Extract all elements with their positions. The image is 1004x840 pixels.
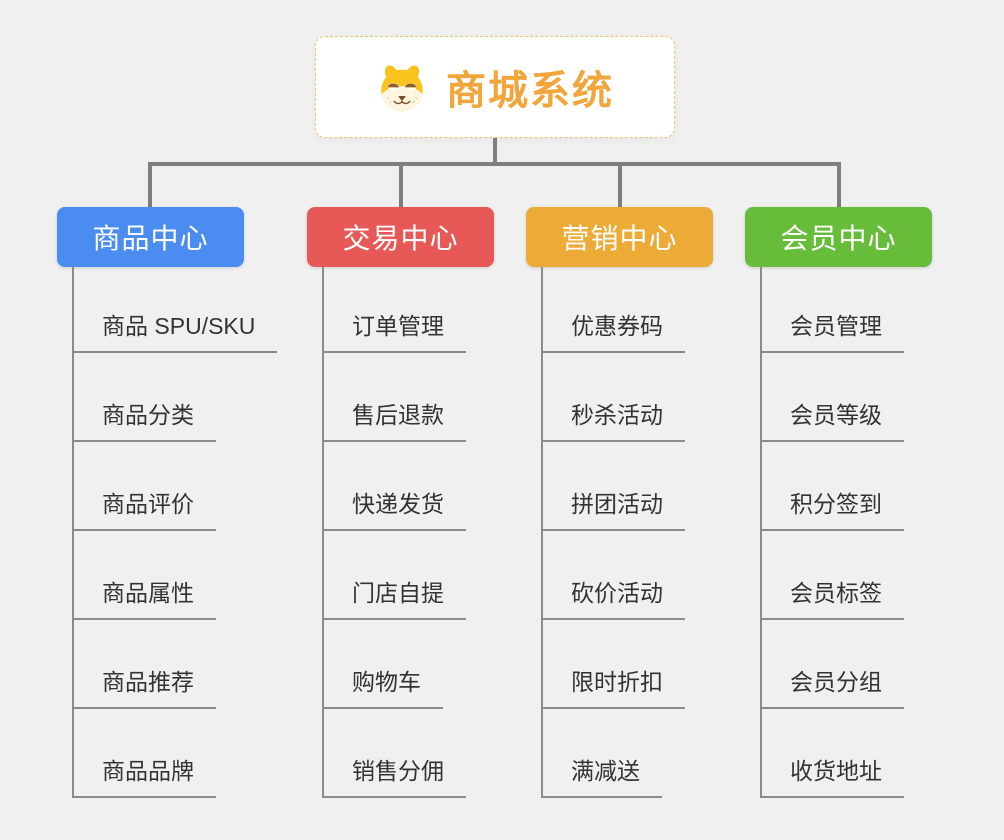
- leaf-row: 秒杀活动: [541, 353, 713, 442]
- leaf-node[interactable]: 商品推荐: [72, 663, 216, 709]
- leaf-row: 商品推荐: [72, 620, 244, 709]
- leaf-node[interactable]: 商品分类: [72, 396, 216, 442]
- branch-label: 营销中心: [561, 223, 678, 254]
- leaf-row: 限时折扣: [541, 620, 713, 709]
- leaf-row: 商品评价: [72, 442, 244, 531]
- leaf-row: 购物车: [322, 620, 494, 709]
- leaf-row: 门店自提: [322, 531, 494, 620]
- leaf-row: 会员等级: [760, 353, 932, 442]
- leaf-node[interactable]: 砍价活动: [541, 574, 685, 620]
- branch-column-trade: 交易中心 订单管理 售后退款 快递发货 门店自提 购物车 销售分佣: [307, 207, 494, 798]
- dog-avatar-icon: [376, 61, 428, 113]
- leaf-row: 会员标签: [760, 531, 932, 620]
- branch-drop-line-3: [618, 162, 622, 207]
- leaf-node[interactable]: 快递发货: [322, 485, 466, 531]
- branch-column-products: 商品中心 商品 SPU/SKU 商品分类 商品评价 商品属性 商品推荐 商品品牌: [57, 207, 278, 798]
- root-title: 商城系统: [446, 69, 614, 113]
- root-node[interactable]: 商城系统: [315, 36, 675, 138]
- leaf-row: 商品品牌: [72, 709, 244, 798]
- leaf-row: 销售分佣: [322, 709, 494, 798]
- leaf-row: 快递发货: [322, 442, 494, 531]
- leaf-row: 商品属性: [72, 531, 244, 620]
- branch-node-products[interactable]: 商品中心: [57, 207, 244, 267]
- leaf-node[interactable]: 优惠券码: [541, 307, 685, 353]
- leaf-node[interactable]: 购物车: [322, 663, 443, 709]
- leaf-node[interactable]: 订单管理: [322, 307, 466, 353]
- branch-column-members: 会员中心 会员管理 会员等级 积分签到 会员标签 会员分组 收货地址: [745, 207, 932, 798]
- leaf-row: 积分签到: [760, 442, 932, 531]
- root-stem-line: [493, 138, 497, 164]
- leaf-node[interactable]: 秒杀活动: [541, 396, 685, 442]
- leaf-node[interactable]: 积分签到: [760, 485, 904, 531]
- leaf-node[interactable]: 售后退款: [322, 396, 466, 442]
- leaf-node[interactable]: 会员标签: [760, 574, 904, 620]
- leaf-node[interactable]: 商品属性: [72, 574, 216, 620]
- leaf-node[interactable]: 会员管理: [760, 307, 904, 353]
- leaf-row: 会员分组: [760, 620, 932, 709]
- leaf-row: 优惠券码: [541, 267, 713, 353]
- branch-drop-line-2: [399, 162, 403, 207]
- children-rail: 订单管理 售后退款 快递发货 门店自提 购物车 销售分佣: [322, 267, 494, 798]
- branch-label: 会员中心: [780, 223, 897, 254]
- branch-node-marketing[interactable]: 营销中心: [526, 207, 713, 267]
- leaf-node[interactable]: 商品 SPU/SKU: [72, 307, 278, 353]
- branch-drop-line-1: [148, 162, 152, 207]
- leaf-node[interactable]: 门店自提: [322, 574, 466, 620]
- leaf-row: 拼团活动: [541, 442, 713, 531]
- leaf-row: 订单管理: [322, 267, 494, 353]
- leaf-row: 商品分类: [72, 353, 244, 442]
- leaf-node[interactable]: 商品品牌: [72, 752, 216, 798]
- children-rail: 商品 SPU/SKU 商品分类 商品评价 商品属性 商品推荐 商品品牌: [72, 267, 278, 798]
- leaf-node[interactable]: 满减送: [541, 752, 662, 798]
- branch-crossbar-line: [150, 162, 839, 166]
- branch-label: 交易中心: [342, 223, 459, 254]
- branch-node-members[interactable]: 会员中心: [745, 207, 932, 267]
- children-rail: 优惠券码 秒杀活动 拼团活动 砍价活动 限时折扣 满减送: [541, 267, 713, 798]
- branch-label: 商品中心: [92, 223, 209, 254]
- leaf-row: 商品 SPU/SKU: [72, 267, 278, 353]
- leaf-node[interactable]: 会员等级: [760, 396, 904, 442]
- leaf-node[interactable]: 销售分佣: [322, 752, 466, 798]
- leaf-node[interactable]: 拼团活动: [541, 485, 685, 531]
- leaf-row: 售后退款: [322, 353, 494, 442]
- leaf-node[interactable]: 收货地址: [760, 752, 904, 798]
- leaf-row: 砍价活动: [541, 531, 713, 620]
- leaf-node[interactable]: 商品评价: [72, 485, 216, 531]
- branch-drop-line-4: [837, 162, 841, 207]
- leaf-row: 满减送: [541, 709, 713, 798]
- leaf-node[interactable]: 会员分组: [760, 663, 904, 709]
- branch-node-trade[interactable]: 交易中心: [307, 207, 494, 267]
- leaf-row: 收货地址: [760, 709, 932, 798]
- leaf-row: 会员管理: [760, 267, 932, 353]
- leaf-node[interactable]: 限时折扣: [541, 663, 685, 709]
- children-rail: 会员管理 会员等级 积分签到 会员标签 会员分组 收货地址: [760, 267, 932, 798]
- branch-column-marketing: 营销中心 优惠券码 秒杀活动 拼团活动 砍价活动 限时折扣 满减送: [526, 207, 713, 798]
